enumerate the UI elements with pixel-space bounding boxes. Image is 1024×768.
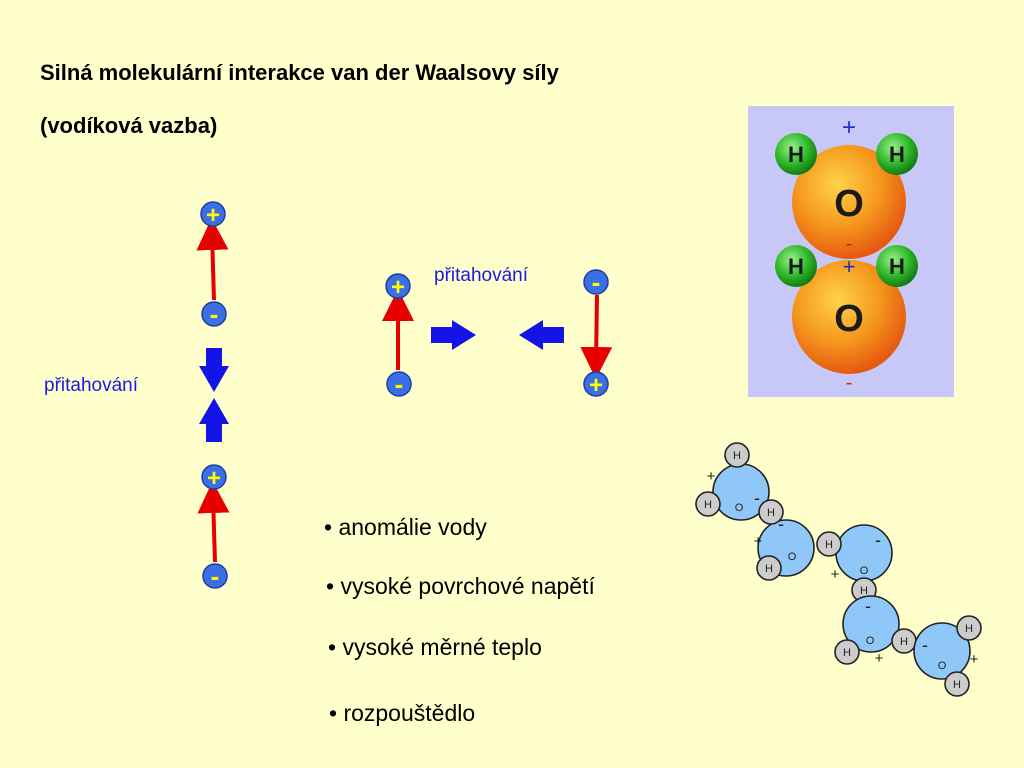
bullet-surface-tension: • vysoké povrchové napětí [326,573,595,599]
attraction-arrow-up [199,398,229,442]
attraction-arrow-right [431,320,476,350]
minus-charge-vertical-1: - [201,299,227,329]
hydrogen-atom-chain-4a [834,639,860,665]
dipole-arrow-right [580,294,613,379]
oxygen-label: O [834,298,864,340]
hydrogen-atom-upper-left [775,133,817,175]
minus-sign: - [875,530,881,550]
minus-sign: - [865,596,871,616]
hydrogen-label: H [765,563,773,575]
oxygen-label: O [938,660,947,672]
minus-sign: - [846,372,853,394]
attraction-arrow-left [519,320,564,350]
oxygen-atom-chain-5 [913,622,971,680]
hydrogen-label: H [704,499,712,511]
plus-charge-right: + [583,371,609,399]
oxygen-atom-chain-4 [842,595,900,653]
attraction-label-top: přitahování [434,265,529,286]
oxygen-atom-lower [792,260,906,374]
hydrogen-label: H [788,142,804,167]
plus-sign: + [589,372,603,399]
plus-sign: + [842,114,856,141]
plus-sign: + [206,202,220,229]
plus-charge-vertical-1: + [200,201,226,229]
bullet-solvent: • rozpouštědlo [329,700,476,726]
slide-title-line2: (vodíková vazba) [40,113,218,138]
minus-charge-right: - [583,267,609,297]
hydrogen-atom-chain-5a [956,615,982,641]
plus-sign: + [391,274,405,301]
oxygen-label: O [866,635,875,647]
slide-title-line1: Silná molekulární interakce van der Waal… [40,60,559,85]
plus-charge-vertical-2: + [201,464,227,492]
plus-sign: + [970,651,979,668]
plus-sign: + [843,254,856,279]
hydrogen-atom-chain-2b [756,555,782,581]
attraction-label-left: přitahování [44,375,139,396]
hydrogen-label: H [889,142,905,167]
hydrogen-atom-chain-5b [944,671,970,697]
dipole-arrow-vertical-2 [197,481,230,563]
hydrogen-atom-chain-2a [758,499,784,525]
hydrogen-atom-upper-right [876,133,918,175]
plus-sign: + [831,566,840,583]
hydrogen-label: H [860,585,868,597]
minus-sign: - [395,369,404,399]
minus-charge-vertical-2: - [202,561,228,591]
bullet-water-anomaly: • anomálie vody [324,514,487,540]
plus-sign: + [707,468,716,485]
hydrogen-atom-chain-1a [724,442,750,468]
attraction-arrow-down [199,348,229,392]
hydrogen-atom-chain-3a [816,531,842,557]
minus-charge-left: - [386,369,412,399]
oxygen-atom-upper [792,145,906,259]
minus-sign: - [846,233,853,255]
minus-sign: - [210,299,219,329]
oxygen-label: O [860,565,869,577]
hydrogen-label: H [733,450,741,462]
minus-sign: - [592,267,601,297]
minus-sign: - [778,514,784,534]
hydrogen-label: H [767,507,775,519]
hydrogen-label: H [788,254,804,279]
water-pair-illustration: H H O H H O + - + - [775,114,918,394]
hydrogen-label: H [965,623,973,635]
hydrogen-label: H [825,539,833,551]
oxygen-label: O [735,502,744,514]
hydrogen-label: H [843,647,851,659]
plus-sign: + [207,465,221,492]
hydrogen-label: H [900,636,908,648]
minus-sign: - [922,635,928,655]
dipole-arrow-vertical-1 [196,218,229,301]
oxygen-label: O [788,551,797,563]
plus-sign: + [754,533,763,550]
hydrogen-atom-lower-right [876,245,918,287]
oxygen-label: O [834,183,864,225]
plus-charge-left: + [385,273,411,301]
plus-sign: + [875,650,884,667]
minus-sign: - [211,561,220,591]
hydrogen-label: H [889,254,905,279]
hydrogen-atom-chain-1b [695,491,721,517]
hydrogen-atom-lower-left [775,245,817,287]
hydrogen-label: H [953,679,961,691]
water-pair-panel: H H O H H O + - + - [748,106,954,397]
minus-sign: - [754,488,760,508]
bullet-specific-heat: • vysoké měrné teplo [328,634,542,660]
